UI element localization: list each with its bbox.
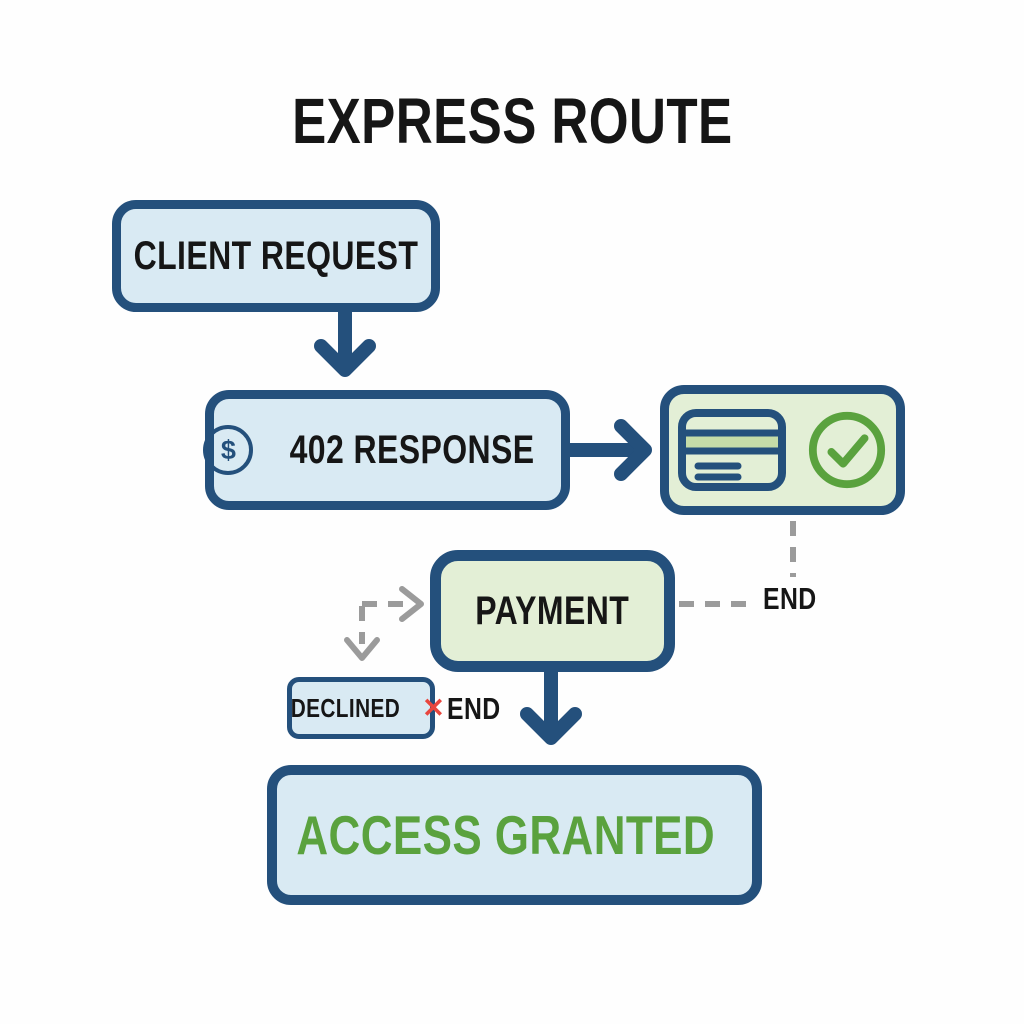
node-402-response: $ 402 RESPONSE [203, 390, 570, 510]
arrow-payment-to-access [520, 661, 582, 745]
arrow-client-to-402 [314, 299, 376, 377]
diagram-title: EXPRESS ROUTE [291, 85, 733, 157]
end-label-after-method: END [763, 581, 817, 616]
check-circle-icon [808, 411, 885, 489]
end-label-after-declined: END [447, 691, 501, 726]
arrow-402-to-method [559, 419, 652, 481]
node-declined: DECLINED ✕ [287, 677, 445, 739]
dollar-circle-icon: $ [203, 425, 254, 475]
node-payment-method [660, 385, 905, 515]
client-request-label: CLIENT REQUEST [133, 233, 419, 278]
declined-label: DECLINED [290, 692, 401, 723]
access-granted-label: ACCESS GRANTED [296, 804, 715, 866]
x-icon: ✕ [422, 692, 445, 723]
node-access-granted: ACCESS GRANTED [267, 765, 762, 905]
payment-label: PAYMENT [475, 588, 630, 633]
402-response-label: 402 RESPONSE [290, 427, 535, 472]
dashed-arrow-payment-declined [344, 586, 424, 661]
node-payment: PAYMENT [430, 550, 675, 672]
credit-card-icon [677, 409, 786, 491]
node-client-request: CLIENT REQUEST [112, 200, 440, 312]
